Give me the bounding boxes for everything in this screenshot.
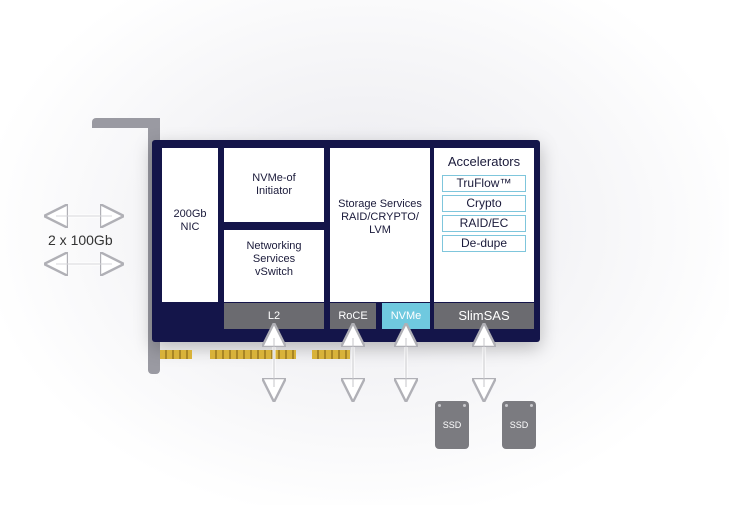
accelerators-title: Accelerators [447,154,521,169]
networking-line2: Services [252,253,296,265]
nvmeof-initiator-block: NVMe-of Initiator [224,148,324,222]
nvmeof-line2: Initiator [255,185,293,197]
nvmeof-line1: NVMe-of [252,172,296,184]
accelerator-truflow: TruFlow™ [442,175,526,192]
storage-line3: LVM [369,224,391,236]
edge-connector-pins-3 [312,350,350,359]
external-ports-label: 2 x 100Gb [48,232,113,248]
storage-line2: RAID/CRYPTO/ [341,211,419,223]
pcie-bracket-top [92,118,158,128]
accelerator-crypto: Crypto [442,195,526,212]
networking-line1: Networking [246,240,302,252]
storage-services-block: Storage Services RAID/CRYPTO/ LVM [330,148,430,302]
ssd-drive-1: SSD [435,401,469,449]
edge-connector-pins-2 [210,350,296,359]
nic-label-line1: 200Gb [173,208,207,220]
nic-label-line2: NIC [180,221,200,233]
edge-connector-pins-1 [160,350,192,359]
networking-services-block: Networking Services vSwitch [224,230,324,302]
nic-block: 200Gb NIC [162,148,218,302]
networking-line3: vSwitch [255,266,293,278]
ssd-drive-2: SSD [502,401,536,449]
storage-line1: Storage Services [338,198,422,210]
accelerator-raid-ec: RAID/EC [442,215,526,232]
accelerator-dedupe: De-dupe [442,235,526,252]
accelerators-block: Accelerators TruFlow™ Crypto RAID/EC De-… [434,148,534,302]
